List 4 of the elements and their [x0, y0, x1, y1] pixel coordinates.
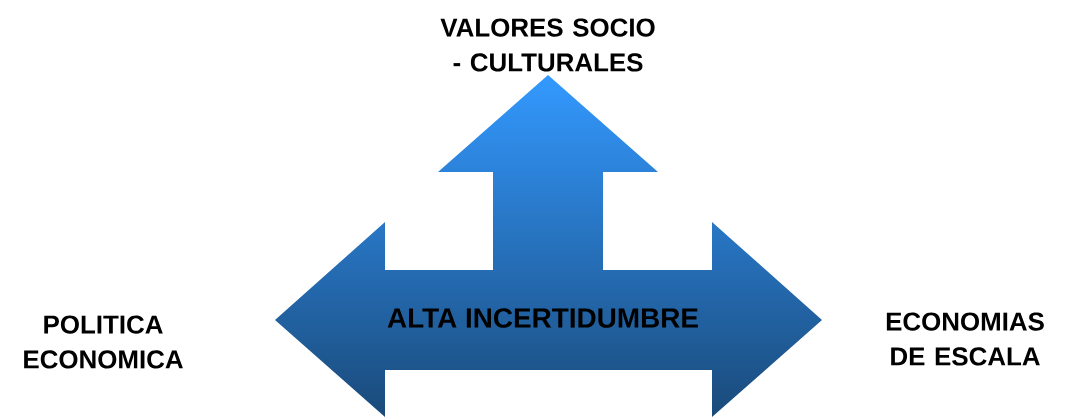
- block-arrow: ALTA INCERTIDUMBRE: [387, 308, 698, 328]
- label: POLITICA ECONOMICA: [24, 315, 183, 369]
- label: ECONOMIAS DE ESCALA: [886, 312, 1044, 366]
- label: VALORES SOCIO - CULTURALES: [440, 18, 655, 72]
